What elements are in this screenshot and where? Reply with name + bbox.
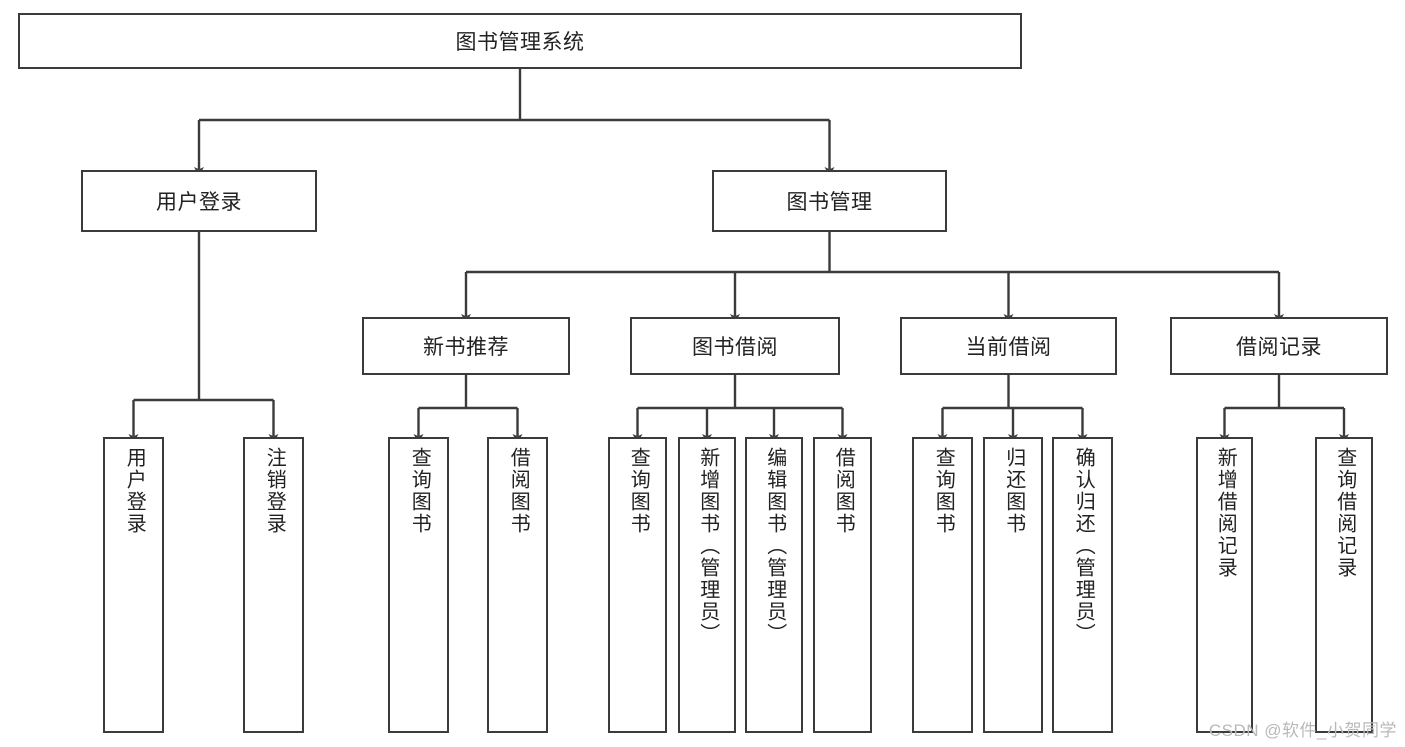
node-records[interactable]: 借阅记录: [1170, 317, 1388, 375]
node-label: 新书推荐: [423, 336, 509, 359]
node-leaf-add-rec[interactable]: 新增借阅记录: [1196, 437, 1253, 733]
node-root[interactable]: 图书管理系统: [18, 13, 1022, 69]
node-leaf-edit-book[interactable]: 编辑图书（管理员）: [745, 437, 803, 733]
node-current[interactable]: 当前借阅: [900, 317, 1117, 375]
watermark-label: CSDN @软件_小贺同学: [1208, 721, 1397, 740]
node-leaf-confirm[interactable]: 确认归还（管理员）: [1052, 437, 1113, 733]
node-leaf-add-book[interactable]: 新增图书（管理员）: [678, 437, 736, 733]
node-label: 借阅图书: [507, 447, 530, 535]
node-label: 图书管理: [786, 191, 873, 214]
node-login[interactable]: 用户登录: [81, 170, 317, 232]
node-label: 查询图书: [932, 447, 955, 535]
node-leaf-login[interactable]: 用户登录: [103, 437, 164, 733]
node-leaf-query-rec[interactable]: 查询借阅记录: [1315, 437, 1373, 733]
node-label: 用户登录: [156, 191, 242, 214]
node-label: 查询借阅记录: [1333, 447, 1356, 579]
node-leaf-query-new[interactable]: 查询图书: [388, 437, 449, 733]
node-label: 查询图书: [408, 447, 431, 535]
node-label: 注销登录: [263, 447, 286, 535]
node-leaf-query-c[interactable]: 查询图书: [912, 437, 973, 733]
node-bookmgmt[interactable]: 图书管理: [712, 170, 947, 232]
node-label: 借阅记录: [1236, 336, 1322, 359]
node-label: 归还图书: [1002, 447, 1025, 535]
node-leaf-borrow-b[interactable]: 借阅图书: [813, 437, 872, 733]
node-leaf-borrow-new[interactable]: 借阅图书: [487, 437, 548, 733]
node-label: 确认归还（管理员）: [1072, 447, 1095, 645]
node-leaf-logout[interactable]: 注销登录: [243, 437, 304, 733]
node-label: 图书管理系统: [455, 31, 585, 54]
node-label: 新增图书（管理员）: [696, 447, 719, 645]
node-label: 新增借阅记录: [1214, 447, 1237, 579]
node-leaf-return[interactable]: 归还图书: [983, 437, 1043, 733]
node-borrow[interactable]: 图书借阅: [630, 317, 840, 375]
node-label: 图书借阅: [692, 336, 778, 359]
node-label: 当前借阅: [965, 336, 1052, 359]
node-newbook[interactable]: 新书推荐: [362, 317, 570, 375]
node-label: 编辑图书（管理员）: [763, 447, 786, 645]
edges-group: [128, 69, 1349, 443]
node-label: 借阅图书: [832, 447, 855, 535]
node-label: 用户登录: [123, 447, 146, 535]
node-leaf-query-b[interactable]: 查询图书: [608, 437, 667, 733]
node-label: 查询图书: [627, 447, 650, 535]
